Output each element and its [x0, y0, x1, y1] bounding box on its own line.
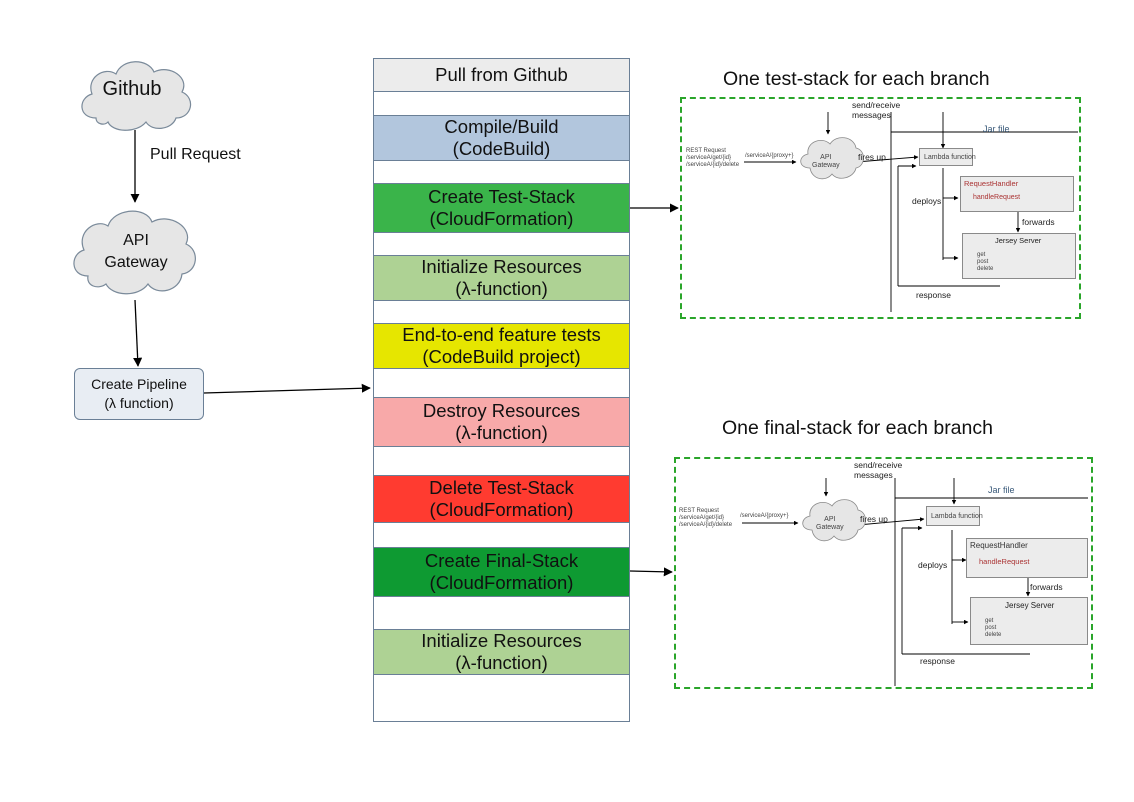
- pipeline-stage: Create Final-Stack(CloudFormation): [373, 547, 630, 597]
- github-label: Github: [102, 78, 162, 100]
- pipeline-stage: End-to-end feature tests(CodeBuild proje…: [373, 323, 630, 369]
- create-pipeline-box: Create Pipeline (λ function): [74, 368, 204, 420]
- test-stack-title: One test-stack for each branch: [723, 68, 990, 90]
- pipeline-header: Pull from Github: [373, 58, 630, 92]
- test-jar-file: Jar file: [983, 124, 1010, 134]
- pipeline-stage: Initialize Resources(λ-function): [373, 255, 630, 301]
- stage-service: (CodeBuild): [452, 138, 551, 159]
- stage-title: Initialize Resources: [421, 256, 582, 277]
- stage-service: (λ-function): [455, 652, 548, 673]
- api-gateway-label: API Gateway: [84, 230, 188, 274]
- final-jar-file: Jar file: [988, 485, 1015, 495]
- final-forwards: forwards: [1030, 582, 1063, 592]
- stage-title: Initialize Resources: [421, 630, 582, 651]
- api-gateway-label-line1: API: [123, 232, 149, 249]
- stage-title: Create Final-Stack: [424, 550, 579, 571]
- create-pipeline-label: Create Pipeline: [91, 376, 187, 392]
- test-rest-request: REST Request/serviceA/get/{id}/serviceA/…: [686, 148, 740, 168]
- test-deploys: deploys: [912, 196, 942, 206]
- stage-service: (CodeBuild project): [422, 346, 581, 367]
- pipeline-header-label: Pull from Github: [435, 64, 568, 85]
- pipeline-stage: Delete Test-Stack(CloudFormation): [373, 475, 630, 523]
- test-stack-lines: [744, 112, 1078, 312]
- final-stack-title: One final-stack for each branch: [722, 417, 993, 439]
- stage-title: End-to-end feature tests: [402, 324, 601, 345]
- stage-title: Delete Test-Stack: [429, 477, 574, 498]
- final-request-handler-box: RequestHandler handleRequest: [966, 538, 1088, 578]
- pipeline-stage: Destroy Resources(λ-function): [373, 397, 630, 447]
- test-request-handler-box: RequestHandler handleRequest: [960, 176, 1074, 212]
- test-response: response: [916, 290, 951, 300]
- stage-title: Compile/Build: [444, 116, 559, 137]
- github-cloud: [81, 61, 192, 131]
- stage-service: (λ-function): [455, 278, 548, 299]
- pipeline-column: [373, 58, 630, 722]
- final-response: response: [920, 656, 955, 666]
- final-fires-up: fires up: [860, 514, 888, 524]
- api-gateway-label-line2: Gateway: [104, 254, 168, 271]
- stage-title: Destroy Resources: [422, 400, 581, 421]
- stage-service: (CloudFormation): [429, 499, 574, 520]
- final-rest-request: REST Request/serviceA/get/{id}/serviceA/…: [679, 508, 733, 528]
- stage-title: Create Test-Stack: [428, 186, 575, 207]
- test-fires-up: fires up: [858, 152, 886, 162]
- test-api-cloud: [800, 137, 864, 180]
- pull-request-label: Pull Request: [150, 146, 241, 163]
- test-forwards: forwards: [1022, 217, 1055, 227]
- final-stack-lines: [742, 478, 1088, 686]
- stage-service: (CloudFormation): [429, 572, 574, 593]
- pipeline-stage: Create Test-Stack(CloudFormation): [373, 183, 630, 233]
- final-service-proxy: /serviceA/{proxy+}: [740, 513, 789, 519]
- final-api-cloud: [802, 499, 866, 542]
- pipeline-stage: Initialize Resources(λ-function): [373, 629, 630, 675]
- stage-service: (CloudFormation): [429, 208, 574, 229]
- api-gateway-cloud: [73, 210, 196, 295]
- final-lambda-function-box: Lambda function: [926, 506, 983, 526]
- test-service-proxy: /serviceA/{proxy+}: [745, 153, 794, 159]
- test-lambda-function-box: Lambda function: [919, 148, 976, 166]
- final-stack-box: [674, 457, 1093, 689]
- pipeline-stage: Compile/Build(CodeBuild): [373, 115, 630, 161]
- test-stack-box: [680, 97, 1081, 319]
- stage-service: (λ-function): [455, 422, 548, 443]
- final-deploys: deploys: [918, 560, 948, 570]
- create-pipeline-sublabel: (λ function): [104, 395, 174, 411]
